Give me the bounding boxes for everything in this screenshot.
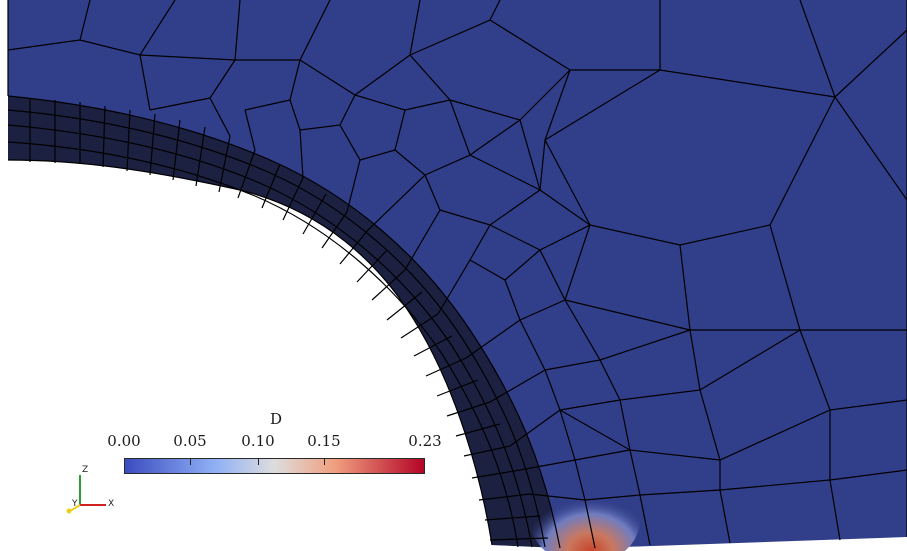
colorbar-tick bbox=[190, 459, 191, 465]
mesh-lines bbox=[7, 0, 907, 549]
colorbar-legend: D 0.00 0.05 0.10 0.15 0.23 bbox=[92, 410, 452, 480]
axis-x-label: X bbox=[108, 499, 115, 509]
axis-y-label: Y bbox=[72, 499, 78, 509]
damage-hotspot bbox=[530, 475, 640, 551]
axes-triad-graphic bbox=[66, 475, 106, 514]
colorbar-tick-label: 0.23 bbox=[408, 432, 442, 450]
orientation-axes[interactable]: Z Y X bbox=[58, 463, 128, 518]
colorbar-tick-label: 0.05 bbox=[173, 432, 207, 450]
colorbar-gradient bbox=[124, 458, 425, 474]
colorbar-tick bbox=[324, 459, 325, 465]
colorbar-tick bbox=[258, 459, 259, 465]
mesh-boundary-layer bbox=[8, 96, 560, 548]
axis-z-label: Z bbox=[82, 465, 89, 475]
colorbar-tick-label: 0.15 bbox=[307, 432, 341, 450]
colorbar-title: D bbox=[270, 410, 283, 428]
mesh-body bbox=[8, 0, 907, 548]
colorbar-tick-label: 0.00 bbox=[107, 432, 141, 450]
colorbar-tick-label: 0.10 bbox=[241, 432, 275, 450]
